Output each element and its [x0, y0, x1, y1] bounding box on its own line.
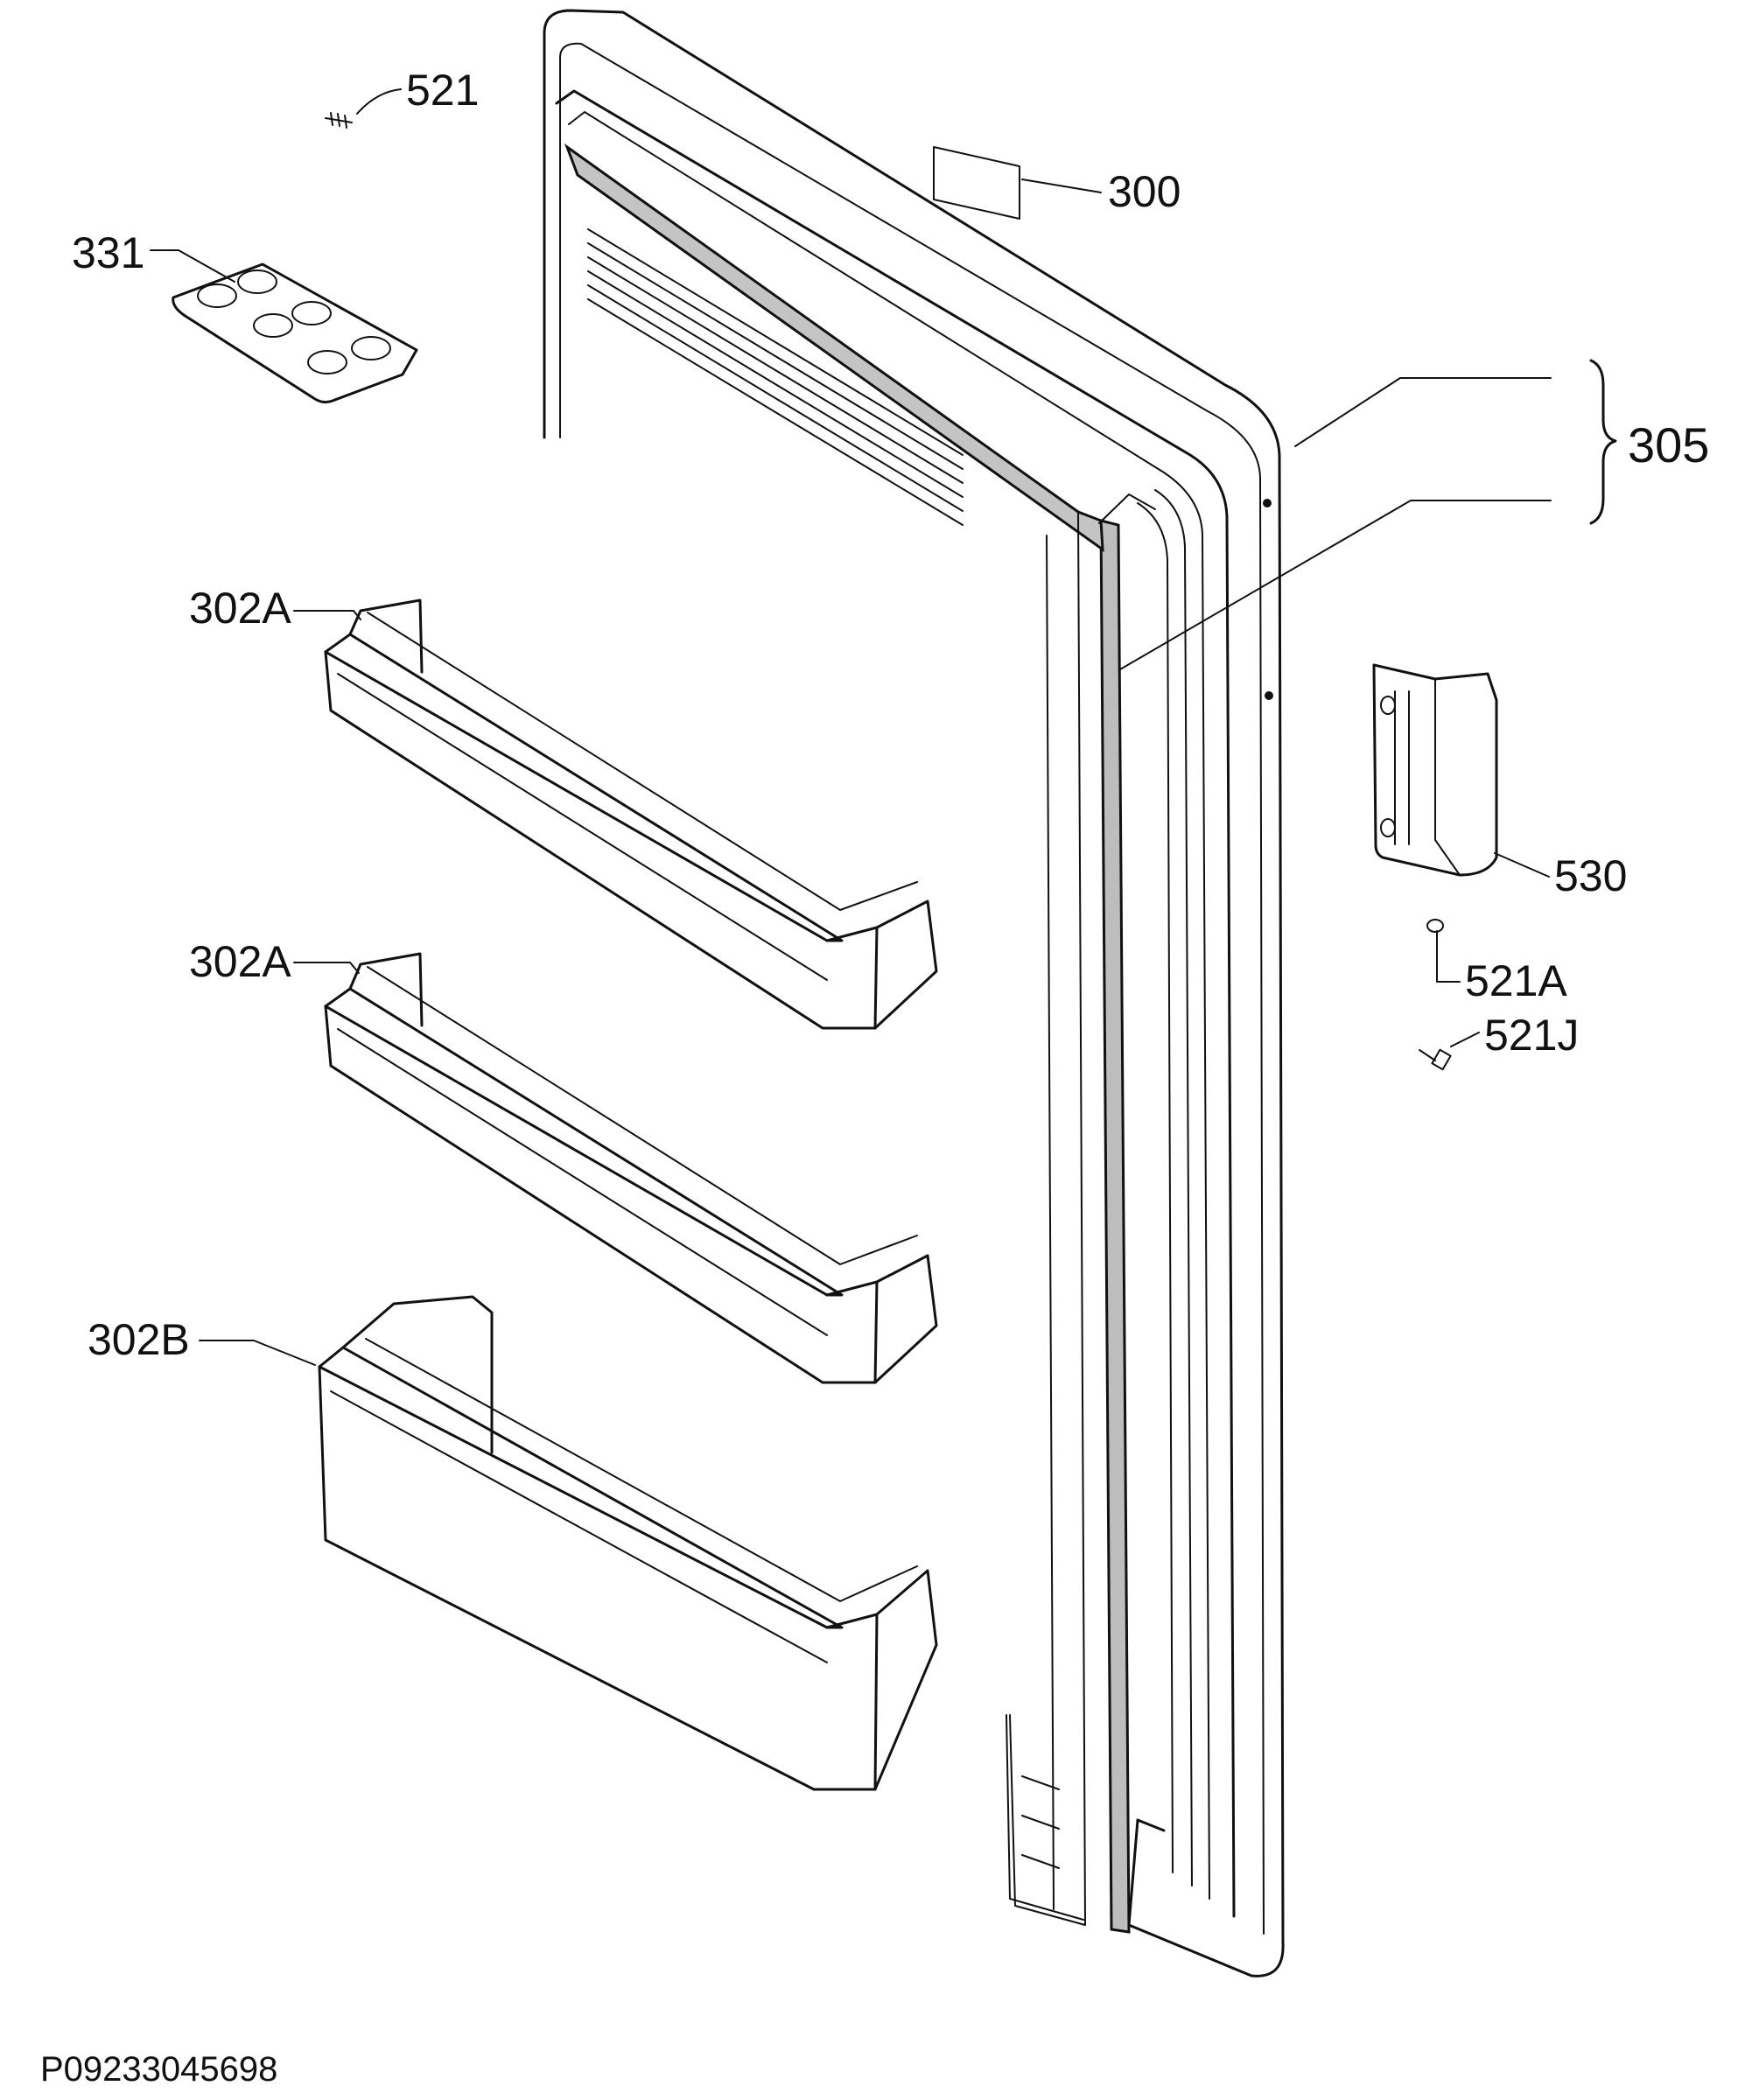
screw-521j-icon — [1419, 1048, 1452, 1071]
callout-302a-upper: 302A — [189, 584, 291, 633]
vent-slots — [587, 228, 964, 526]
rating-label-plate — [933, 146, 1020, 220]
callout-331: 331 — [72, 228, 144, 277]
drawing-code: P09233045698 — [40, 2050, 277, 2089]
screw-521-icon — [325, 112, 353, 129]
callout-530: 530 — [1554, 851, 1627, 900]
cap-521a-icon — [1426, 919, 1444, 933]
callout-302b: 302B — [88, 1315, 190, 1364]
callout-305: 305 — [1628, 417, 1709, 472]
leader-lines — [150, 88, 1617, 1366]
callout-521a: 521A — [1465, 956, 1567, 1005]
callout-302a-middle: 302A — [189, 937, 291, 986]
door-shelf-lower — [318, 1295, 938, 1791]
door-handle — [1372, 663, 1498, 877]
callout-300: 300 — [1108, 167, 1181, 216]
door-shelf-middle — [324, 952, 938, 1384]
callout-521j: 521J — [1484, 1011, 1579, 1060]
callout-521: 521 — [406, 66, 479, 115]
door-shelf-upper — [324, 598, 938, 1030]
callout-labels: 521 300 331 305 302A 302A 302B 530 521A … — [72, 66, 1709, 1364]
egg-tray — [172, 262, 418, 404]
door-assembly — [543, 9, 1285, 1978]
